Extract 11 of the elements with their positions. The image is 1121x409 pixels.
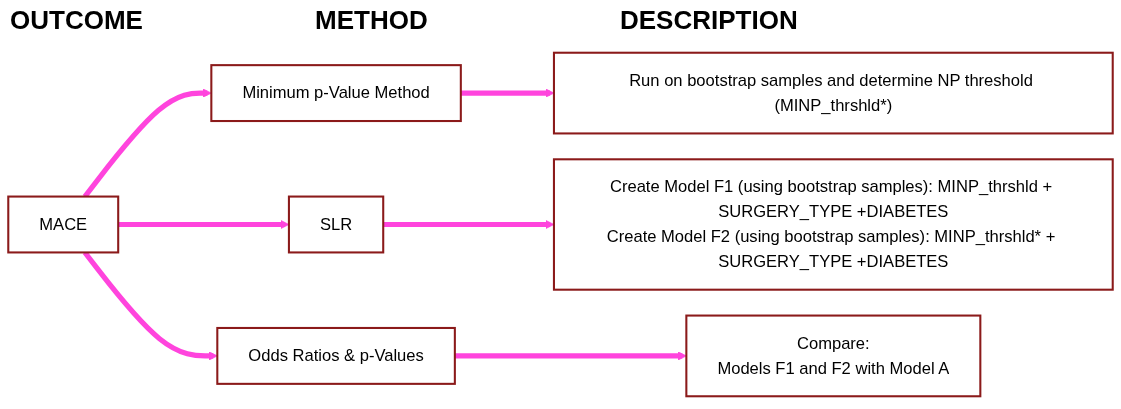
- node-box: Minimum p-Value Method: [210, 64, 462, 123]
- arrow: [454, 351, 687, 361]
- node-box: Compare: Models F1 and F2 with Model A: [685, 314, 982, 398]
- node-box: Create Model F1 (using bootstrap samples): MINP_thrshld + SURGERY_TYPE +DIABETES Create Model F2 (using bootstrap samples): MINP_thrshld* + SURGERY_TYPE +DIABETES: [552, 158, 1114, 291]
- column-heading: OUTCOME: [10, 4, 143, 36]
- node-box: SLR: [287, 195, 385, 254]
- node-box: MACE: [7, 195, 120, 254]
- column-heading: DESCRIPTION: [620, 4, 798, 36]
- node-box: Odds Ratios & p-Values: [216, 326, 456, 385]
- node-box: Run on bootstrap samples and determine NP threshold (MINP_thrshld*): [552, 51, 1114, 135]
- column-heading: METHOD: [315, 4, 428, 36]
